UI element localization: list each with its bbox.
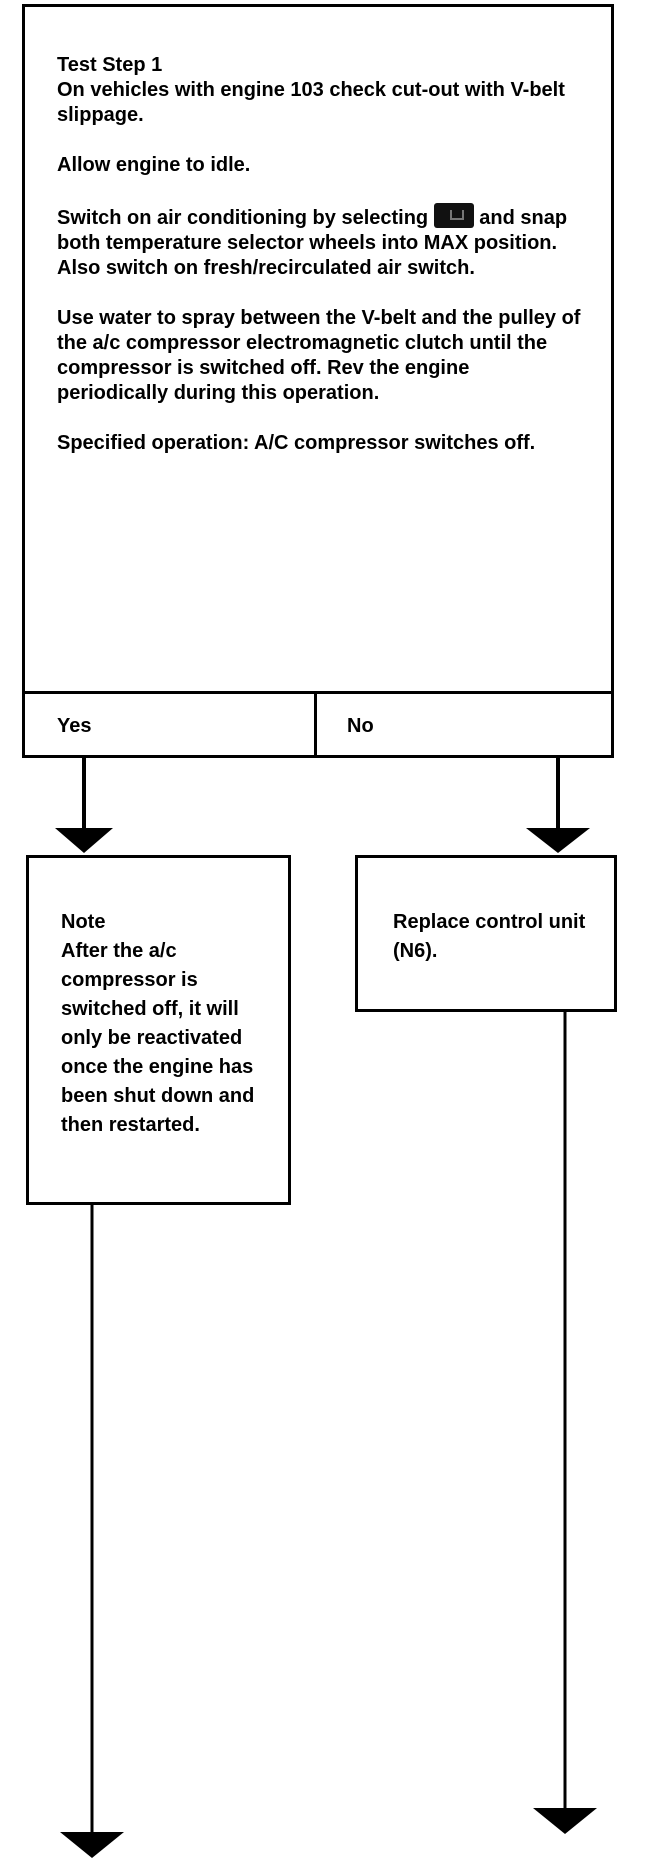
yes-cell: Yes [22,691,317,758]
ac-instruction-part2: and snap both temperature selector wheel… [57,207,568,279]
yes-label: Yes [57,715,92,737]
test-step-title: Test Step 1 [57,54,163,76]
specified-operation: Specified operation: A/C compressor swit… [57,432,536,454]
ac-instruction-part1: Switch on air conditioning by selecting [57,207,429,229]
no-label: No [347,715,374,737]
note-body: After the a/c compressor is switched off… [61,940,255,1136]
snowflake-ac-icon [433,203,474,228]
note-text: Note After the a/c compressor is switche… [61,908,280,1140]
test-step-box: Test Step 1 On vehicles with engine 103 … [22,4,614,694]
idle-instruction: Allow engine to idle. [57,154,251,176]
spray-instruction: Use water to spray between the V-belt an… [57,307,581,404]
note-title: Note [61,911,106,933]
yes-arrowhead [55,828,113,853]
test-step-text: Test Step 1 On vehicles with engine 103 … [57,53,583,128]
replace-continuation-arrowhead [533,1808,597,1834]
test-step-intro: On vehicles with engine 103 check cut-ou… [57,79,565,126]
replace-box: Replace control unit (N6). [355,855,617,1012]
no-arrowhead [526,828,590,853]
note-box: Note After the a/c compressor is switche… [26,855,291,1205]
ac-instruction: Switch on air conditioning by selecting … [57,203,583,281]
replace-text: Replace control unit (N6). [393,911,586,962]
note-continuation-arrowhead [60,1832,124,1858]
no-cell: No [314,691,614,758]
